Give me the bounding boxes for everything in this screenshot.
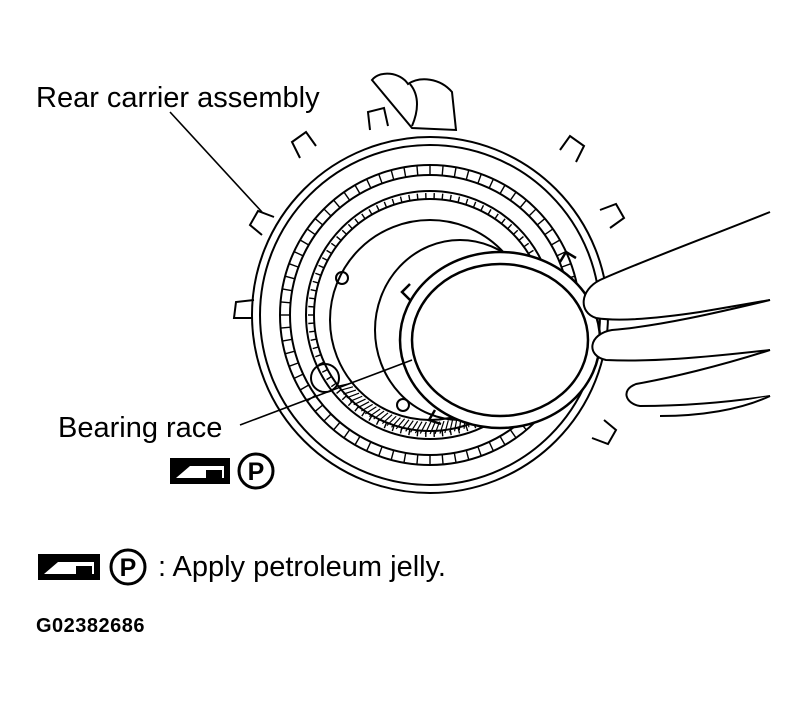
upper-hand [370, 72, 458, 132]
bearing-race-label: Bearing race [58, 412, 223, 444]
rear-carrier-label: Rear carrier assembly [36, 82, 320, 114]
grease-gun-icon [170, 458, 230, 484]
right-hand [582, 211, 771, 417]
legend-symbol: P [38, 548, 147, 586]
rear-carrier-leader [169, 111, 263, 213]
svg-text:P: P [120, 554, 137, 582]
carrier-lugs [232, 106, 626, 446]
svg-text:P: P [248, 458, 265, 486]
letter-p-circle-icon: P [237, 452, 275, 490]
bearing-race-leader [239, 359, 413, 426]
figure-code: G02382686 [36, 615, 146, 637]
grease-gun-icon [38, 554, 100, 580]
letter-p-circle-icon: P [109, 548, 147, 586]
petroleum-jelly-symbol: P [170, 452, 275, 490]
legend-text: : Apply petroleum jelly. [158, 551, 446, 583]
bearing-race-ring [398, 250, 602, 430]
